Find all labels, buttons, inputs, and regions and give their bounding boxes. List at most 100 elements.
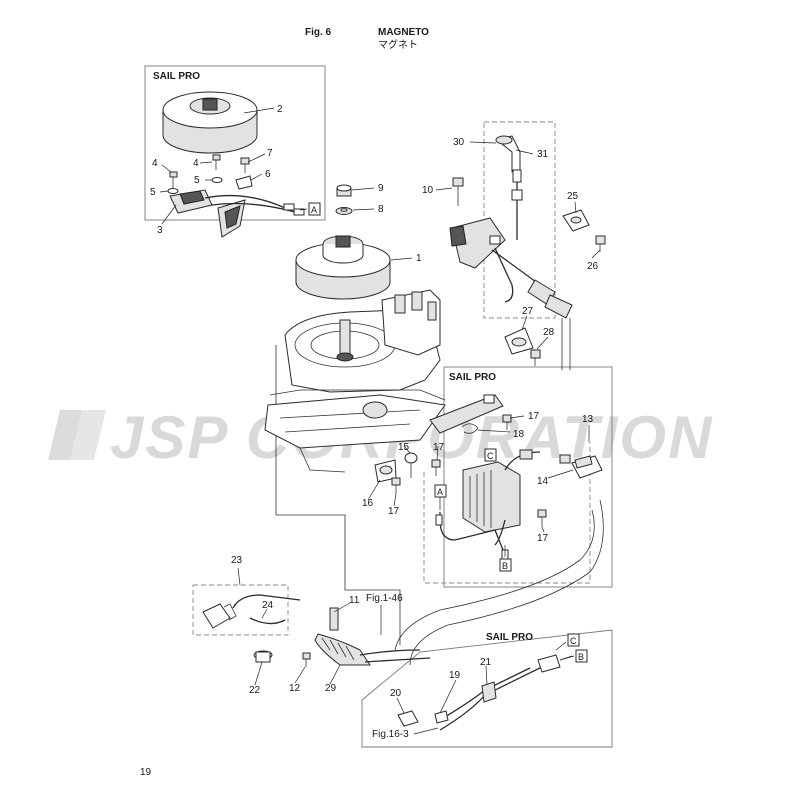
reference-fig-16-3-arrow	[413, 727, 439, 735]
grommet-22	[253, 650, 273, 663]
part-label-6: 6	[265, 169, 271, 180]
bolt-7	[240, 157, 250, 173]
clamp-6	[235, 175, 253, 190]
spark-plug-cap-31	[495, 135, 522, 183]
part-label-30: 30	[453, 137, 465, 148]
part-label-27: 27	[522, 306, 534, 317]
main-harness-route	[394, 509, 595, 651]
bolt-10	[452, 177, 464, 206]
clamp-27	[504, 327, 534, 355]
connector-b-mid: B	[499, 558, 512, 572]
engine-reference-line	[276, 514, 401, 645]
part-label-17-lower: 17	[388, 506, 400, 517]
part-label-26: 26	[587, 261, 599, 272]
part-label-17-top: 17	[528, 411, 540, 422]
engine-block	[264, 289, 446, 473]
extension-harness-21	[439, 654, 573, 731]
part-label-14: 14	[537, 476, 549, 487]
clamp-16	[374, 459, 397, 483]
reference-fig-1-46[interactable]: Fig.1-46	[366, 593, 403, 604]
part-label-12: 12	[289, 683, 301, 694]
terminal-15	[404, 452, 418, 478]
screw-12	[302, 652, 311, 667]
connector-b-bottom: B	[575, 649, 588, 663]
stator-coil-sail-pro	[169, 189, 305, 238]
ignition-coil	[449, 217, 573, 319]
washer-5-mid	[211, 177, 223, 183]
figure-title-japanese: マグネト	[378, 38, 418, 51]
screw-4-left	[169, 171, 178, 188]
arrow-to-c-bottom	[555, 641, 567, 651]
high-tension-cord	[511, 182, 523, 240]
rectifier-regulator-13	[462, 449, 571, 546]
wire-harness-29	[314, 633, 431, 666]
arrow-to-a-top	[299, 208, 308, 211]
page-number: 19	[140, 767, 152, 778]
clamp-25	[562, 209, 590, 232]
svg-text:A: A	[311, 205, 317, 215]
bolt-17-right	[537, 509, 547, 527]
part-label-7: 7	[267, 148, 273, 159]
bolt-28	[530, 349, 541, 366]
nut-9	[336, 184, 352, 197]
flywheel-main	[295, 235, 391, 300]
arrow-to-b-bottom	[559, 655, 575, 661]
svg-text:C: C	[570, 636, 577, 646]
svg-text:A: A	[437, 487, 443, 497]
coupler-14	[571, 455, 603, 479]
part-label-16: 16	[362, 498, 374, 509]
part-label-9: 9	[378, 183, 384, 194]
part-label-4-left: 4	[152, 158, 158, 169]
clamp-18	[461, 423, 479, 434]
leader-lines	[159, 107, 601, 714]
screw-4-mid	[212, 154, 221, 170]
part-label-15: 15	[398, 442, 410, 453]
connector-a-mid: A	[434, 484, 447, 498]
washer-8	[335, 207, 353, 215]
bracket-sail-pro	[429, 394, 504, 434]
part-label-24: 24	[262, 600, 274, 611]
part-label-5-left: 5	[150, 187, 156, 198]
part-label-2: 2	[277, 104, 283, 115]
sail-pro-mid-label: SAIL PRO	[449, 372, 496, 383]
main-harness-route-2	[409, 499, 604, 666]
part-label-13: 13	[582, 414, 594, 425]
cap-20	[397, 710, 419, 727]
lead-19	[434, 710, 449, 724]
figure-number: Fig. 6	[305, 27, 332, 38]
part-label-23: 23	[231, 555, 243, 566]
ground-lead-24	[202, 594, 301, 629]
part-label-31: 31	[537, 149, 549, 160]
part-label-22: 22	[249, 685, 261, 696]
part-label-28: 28	[543, 327, 555, 338]
svg-text:B: B	[502, 561, 508, 571]
reference-fig-16-3[interactable]: Fig.16-3	[372, 729, 409, 740]
svg-text:B: B	[578, 652, 584, 662]
bolt-17-top	[502, 414, 512, 430]
flywheel-sail-pro	[162, 91, 258, 154]
figure-title: MAGNETO	[378, 27, 429, 38]
svg-text:C: C	[487, 451, 494, 461]
rectifier-dash-frame	[423, 442, 591, 584]
part-label-8: 8	[378, 204, 384, 215]
connector-a-top: A	[308, 202, 321, 216]
wire-11	[329, 607, 339, 631]
part-label-25: 25	[567, 191, 579, 202]
connector-c-bottom: C	[567, 633, 580, 647]
bolt-17-left	[431, 459, 441, 476]
part-label-10: 10	[422, 185, 434, 196]
part-label-19: 19	[449, 670, 461, 681]
part-label-29: 29	[325, 683, 337, 694]
part-label-4-mid: 4	[193, 158, 199, 169]
sail-pro-bottom-label: SAIL PRO	[486, 632, 533, 643]
part-label-3: 3	[157, 225, 163, 236]
part-label-17-left: 17	[433, 442, 445, 453]
part-label-5-mid: 5	[194, 175, 200, 186]
connector-c-mid: C	[484, 448, 497, 462]
bolt-17-lower	[391, 477, 401, 494]
part-label-18: 18	[513, 429, 525, 440]
part-label-21: 21	[480, 657, 492, 668]
part-label-1: 1	[416, 253, 422, 264]
